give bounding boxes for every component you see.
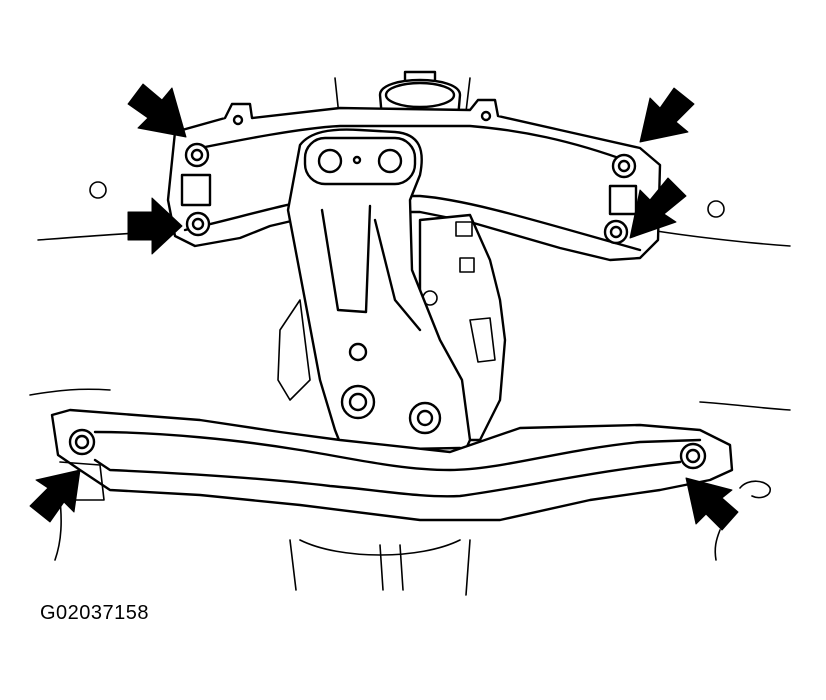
arrow-lower-left: [29, 469, 81, 523]
arrow-upper-right-bottom: [629, 177, 687, 239]
callout-arrows: [29, 83, 739, 531]
lower-crossmember: [50, 408, 734, 522]
arrow-lower-right: [685, 477, 739, 531]
arrow-upper-left-bottom: [127, 197, 183, 255]
arrow-upper-left-top: [127, 83, 187, 138]
arrow-upper-right-top: [639, 87, 695, 143]
mount-bracket: [286, 128, 472, 470]
vehicle-frame-lines: [29, 77, 791, 596]
figure-id-label: G02037158: [40, 602, 150, 624]
